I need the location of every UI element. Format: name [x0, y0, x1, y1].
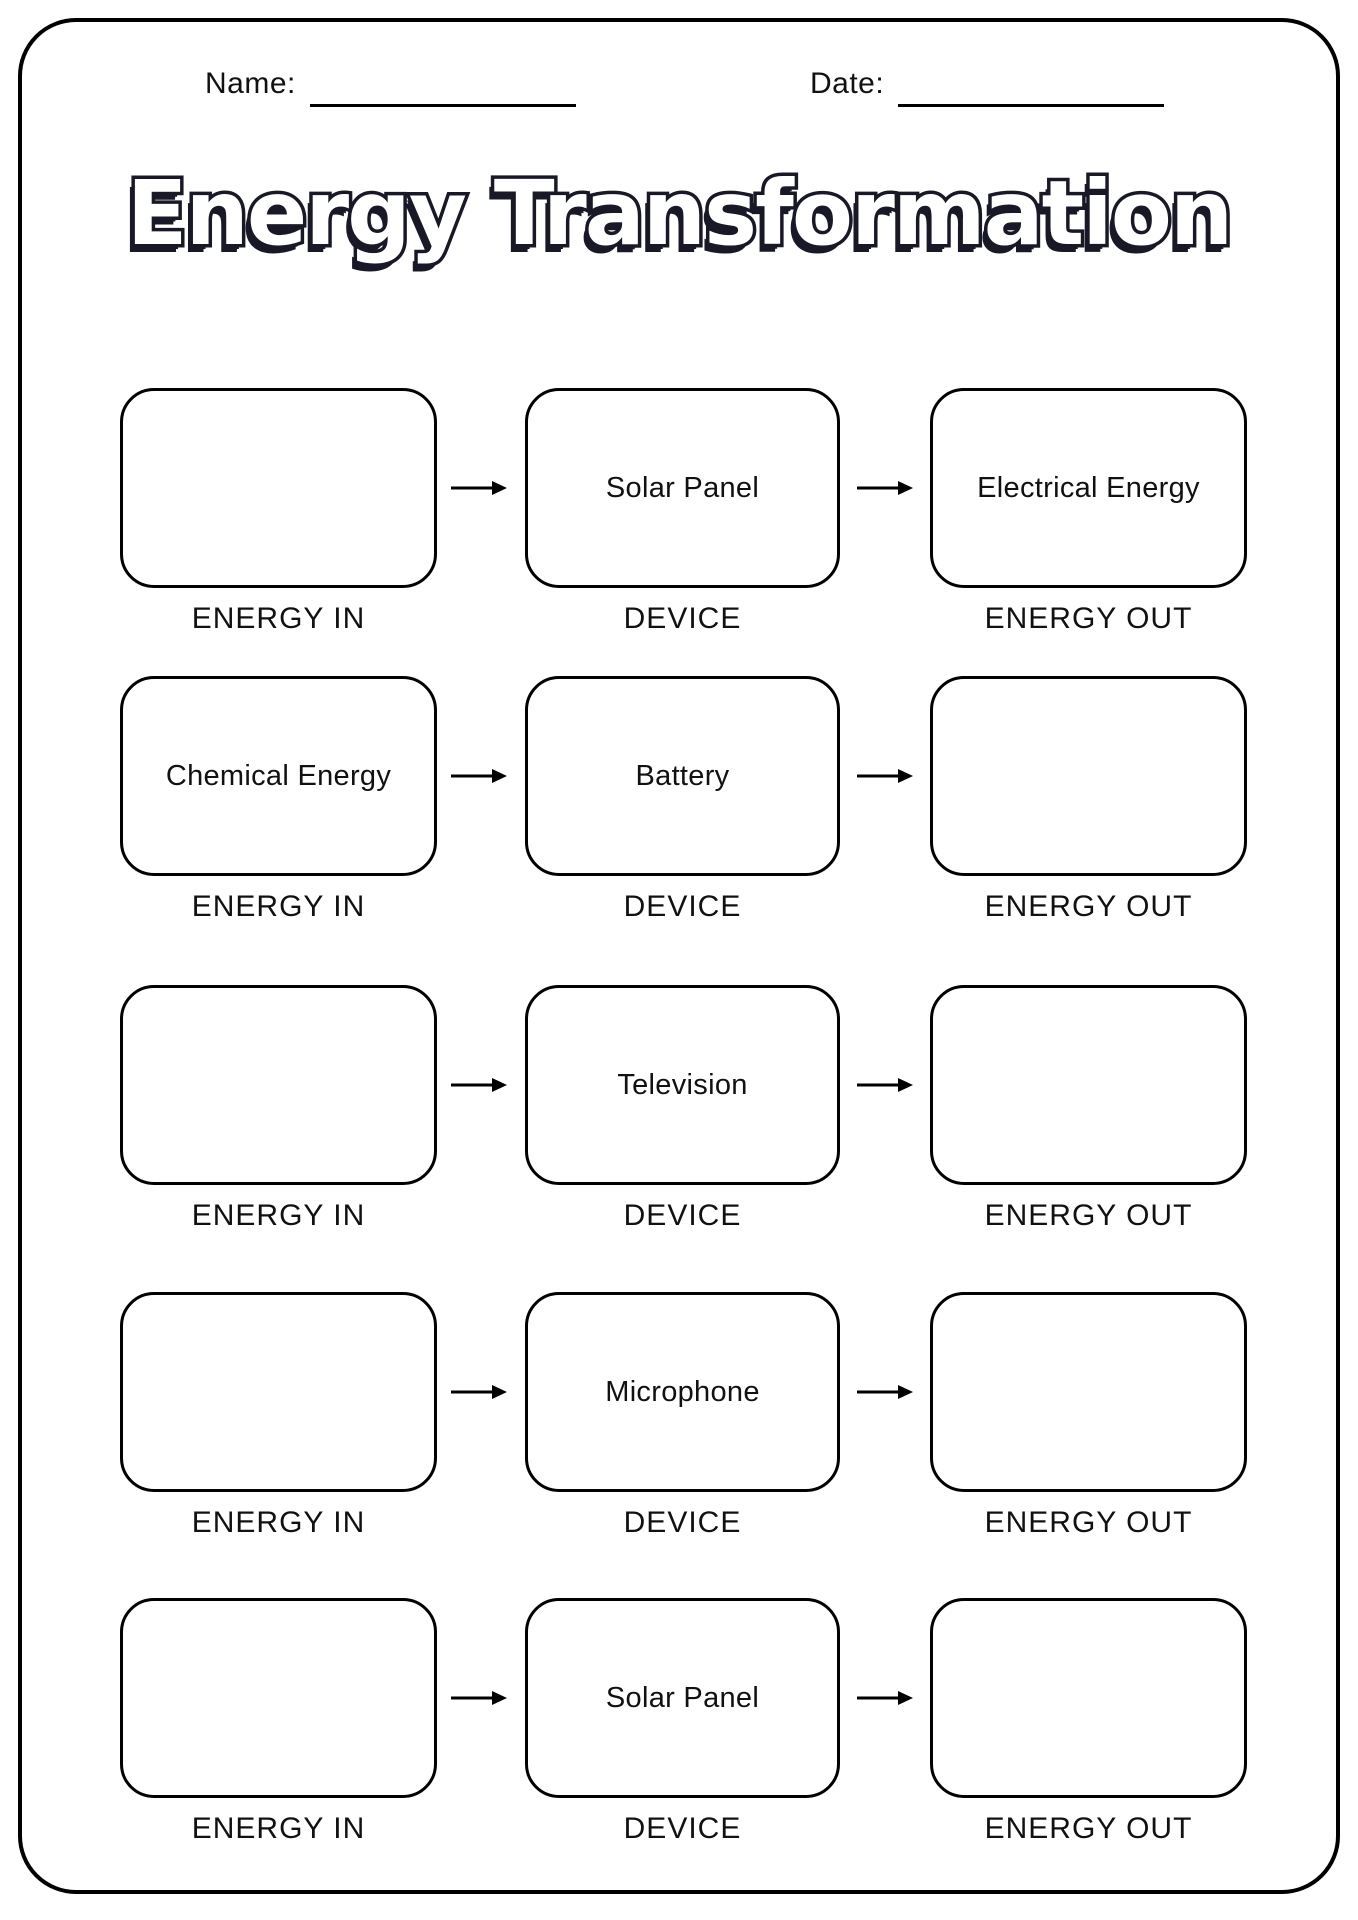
- device-text: Television: [617, 1068, 748, 1101]
- energy-out-cell: ENERGY OUT: [930, 676, 1247, 924]
- energy-in-box[interactable]: [120, 1292, 437, 1492]
- energy-out-box: Electrical Energy: [930, 388, 1247, 588]
- transformation-row: ENERGY IN Microphone DEVICE ENERGY OUT: [0, 1292, 1358, 1542]
- energy-in-box[interactable]: [120, 1598, 437, 1798]
- device-cell: Microphone DEVICE: [525, 1292, 840, 1540]
- device-cell: Solar Panel DEVICE: [525, 388, 840, 636]
- device-box: Microphone: [525, 1292, 840, 1492]
- energy-in-label: ENERGY IN: [191, 602, 366, 635]
- device-cell: Television DEVICE: [525, 985, 840, 1233]
- energy-in-cell: ENERGY IN: [120, 1598, 437, 1846]
- energy-out-cell: ENERGY OUT: [930, 1598, 1247, 1846]
- transformation-row: ENERGY IN Television DEVICE ENERGY OUT: [0, 985, 1358, 1235]
- device-text: Solar Panel: [605, 471, 760, 504]
- arrow-right-icon: [450, 1074, 508, 1096]
- date-field: Date:: [810, 66, 1165, 107]
- device-box: Television: [525, 985, 840, 1185]
- energy-in-box[interactable]: [120, 985, 437, 1185]
- arrow-right-icon: [856, 477, 914, 499]
- page-title: Energy Transformation: [123, 158, 1236, 269]
- energy-in-box[interactable]: [120, 388, 437, 588]
- energy-in-cell: Chemical Energy ENERGY IN: [120, 676, 437, 924]
- device-box: Solar Panel: [525, 388, 840, 588]
- energy-out-label: ENERGY OUT: [984, 602, 1193, 635]
- device-text: Solar Panel: [605, 1681, 760, 1714]
- energy-out-cell: ENERGY OUT: [930, 1292, 1247, 1540]
- energy-in-cell: ENERGY IN: [120, 985, 437, 1233]
- page-border-frame: [18, 18, 1340, 1894]
- energy-out-label: ENERGY OUT: [984, 890, 1193, 923]
- energy-in-cell: ENERGY IN: [120, 388, 437, 636]
- energy-in-text: Chemical Energy: [165, 759, 392, 792]
- device-box: Solar Panel: [525, 1598, 840, 1798]
- device-label: DEVICE: [623, 890, 742, 923]
- device-box: Battery: [525, 676, 840, 876]
- device-label: DEVICE: [623, 1199, 742, 1232]
- arrow-right-icon: [856, 1687, 914, 1709]
- transformation-row: ENERGY IN Solar Panel DEVICE ENERGY OUT: [0, 1598, 1358, 1848]
- energy-in-label: ENERGY IN: [191, 1812, 366, 1845]
- energy-out-cell: ENERGY OUT: [930, 985, 1247, 1233]
- device-text: Microphone: [605, 1375, 760, 1408]
- transformation-row: ENERGY IN Solar Panel DEVICE Electrical …: [0, 388, 1358, 638]
- device-text: Battery: [635, 759, 730, 792]
- name-write-line[interactable]: [309, 66, 576, 107]
- device-label: DEVICE: [623, 1812, 742, 1845]
- arrow-right-icon: [450, 477, 508, 499]
- arrow-right-icon: [450, 1687, 508, 1709]
- name-field: Name:: [205, 66, 576, 107]
- arrow-right-icon: [856, 765, 914, 787]
- energy-out-label: ENERGY OUT: [984, 1506, 1193, 1539]
- energy-out-label: ENERGY OUT: [984, 1812, 1193, 1845]
- energy-in-box: Chemical Energy: [120, 676, 437, 876]
- arrow-right-icon: [450, 1381, 508, 1403]
- energy-out-box[interactable]: [930, 985, 1247, 1185]
- energy-out-text: Electrical Energy: [977, 471, 1200, 504]
- energy-out-box[interactable]: [930, 676, 1247, 876]
- energy-in-label: ENERGY IN: [191, 1506, 366, 1539]
- date-write-line[interactable]: [898, 66, 1165, 107]
- device-label: DEVICE: [623, 602, 742, 635]
- energy-in-label: ENERGY IN: [191, 1199, 366, 1232]
- date-label: Date:: [810, 67, 885, 100]
- energy-out-box[interactable]: [930, 1598, 1247, 1798]
- energy-out-label: ENERGY OUT: [984, 1199, 1193, 1232]
- device-cell: Battery DEVICE: [525, 676, 840, 924]
- arrow-right-icon: [450, 765, 508, 787]
- device-cell: Solar Panel DEVICE: [525, 1598, 840, 1846]
- energy-in-label: ENERGY IN: [191, 890, 366, 923]
- arrow-right-icon: [856, 1074, 914, 1096]
- energy-out-box[interactable]: [930, 1292, 1247, 1492]
- device-label: DEVICE: [623, 1506, 742, 1539]
- energy-out-cell: Electrical Energy ENERGY OUT: [930, 388, 1247, 636]
- name-label: Name:: [205, 67, 296, 100]
- energy-in-cell: ENERGY IN: [120, 1292, 437, 1540]
- transformation-row: Chemical Energy ENERGY IN Battery DEVICE…: [0, 676, 1358, 926]
- arrow-right-icon: [856, 1381, 914, 1403]
